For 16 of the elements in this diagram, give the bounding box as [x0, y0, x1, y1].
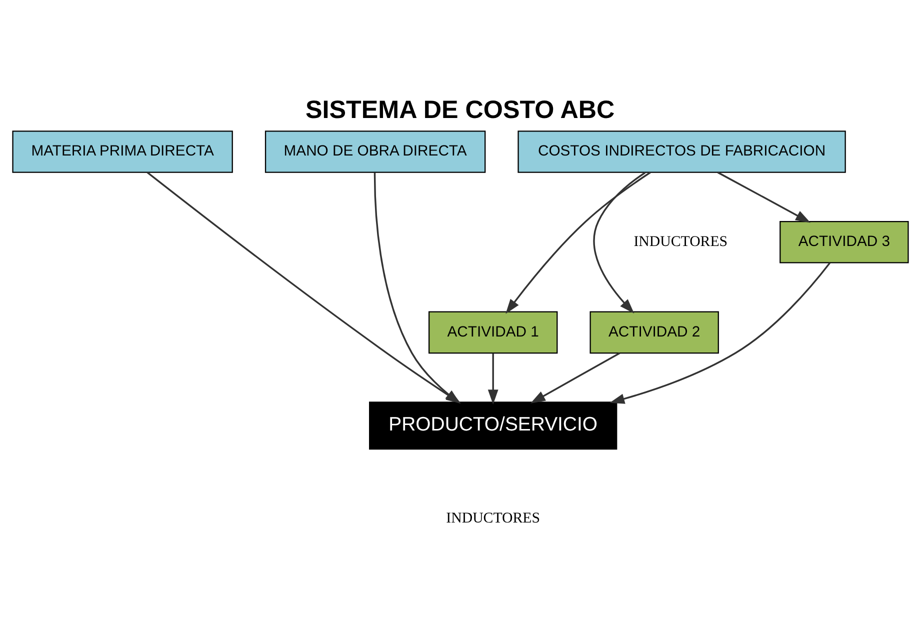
- arrow: [506, 171, 651, 314]
- node-box: COSTOS INDIRECTOS DE FABRICACION: [518, 130, 846, 172]
- arrow: [488, 352, 498, 404]
- node-box: MATERIA PRIMA DIRECTA: [12, 130, 233, 172]
- arrow: [530, 352, 620, 403]
- label: INDUCTORES: [634, 233, 728, 250]
- diagram-title: SISTEMA DE COSTO ABC: [306, 96, 615, 124]
- node-box: PRODUCTO/SERVICIO: [369, 401, 618, 450]
- arrow: [593, 171, 646, 314]
- arrow: [717, 171, 810, 222]
- node-box: ACTIVIDAD 1: [428, 310, 558, 354]
- node-box: ACTIVIDAD 2: [590, 310, 719, 354]
- arrow: [610, 262, 831, 404]
- node-box: ACTIVIDAD 3: [780, 220, 909, 263]
- node-box: MANO DE OBRA DIRECTA: [264, 130, 486, 172]
- label: INDUCTORES: [446, 510, 540, 526]
